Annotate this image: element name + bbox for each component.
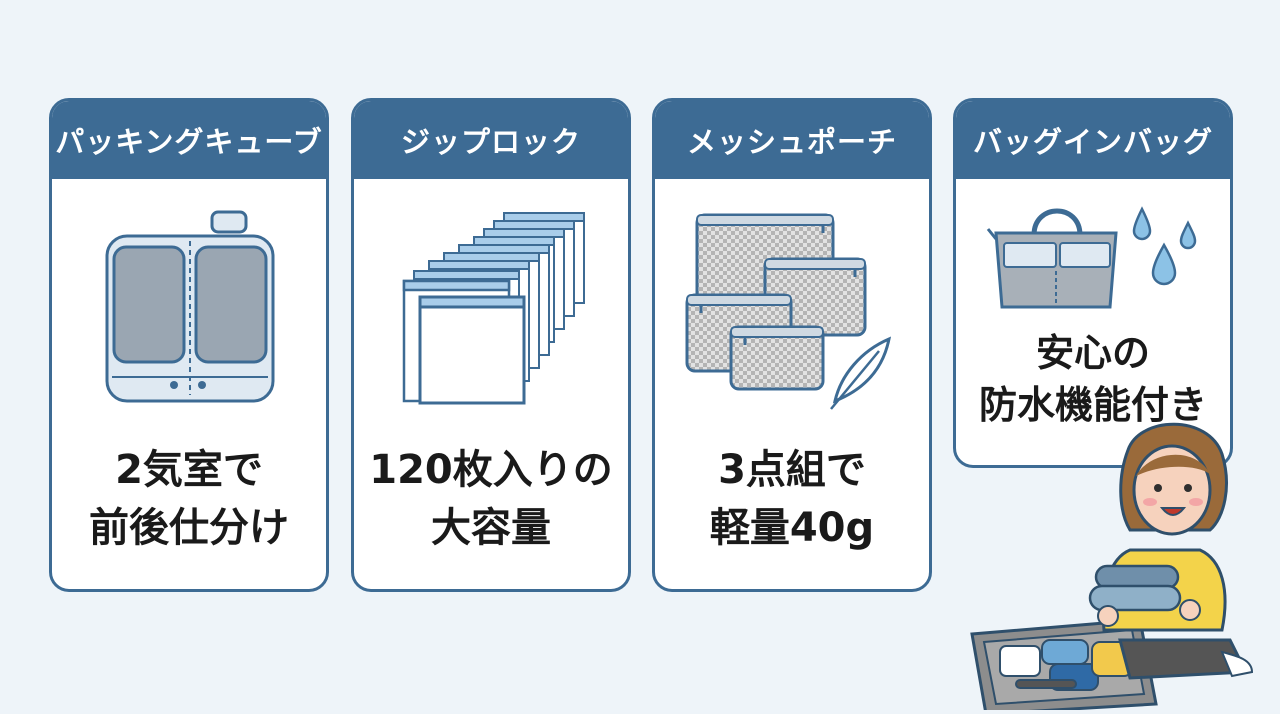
card-line1: 120枚入りの [369,447,613,493]
card-title: メッシュポーチ [655,101,929,179]
card-title: ジップロック [354,101,628,179]
card-mesh-pouch: メッシュポーチ 3点組で 軽量40g [652,98,932,592]
mesh-pouch-icon [685,213,892,410]
water-drops-icon [1132,206,1197,286]
packing-cube-icon [105,210,275,403]
card-line1: 3点組で [718,447,866,493]
card-line2: 軽量40g [709,505,875,551]
rolled-towels-icon [1088,564,1182,612]
person-packing-illustration [970,422,1254,710]
card-line2: 大容量 [431,505,551,551]
card-title: バッグインバッグ [956,101,1230,179]
card-line2: 前後仕分け [89,505,289,551]
card-title: パッキングキューブ [52,101,326,179]
feather-icon [830,336,892,410]
card-line1: 安心の [1035,331,1150,375]
zip-bags-icon [402,212,585,405]
card-line1: 2気室で [115,447,263,493]
card-bag-in-bag: バッグインバッグ 安心の 防水機能付き [953,98,1233,468]
card-packing-cube: パッキングキューブ 2気室で 前後仕分け [49,98,329,592]
card-ziploc: ジップロック 120枚入りの 大容量 [351,98,631,592]
bag-in-bag-icon [986,206,1197,309]
card-line2: 防水機能付き [978,383,1207,427]
